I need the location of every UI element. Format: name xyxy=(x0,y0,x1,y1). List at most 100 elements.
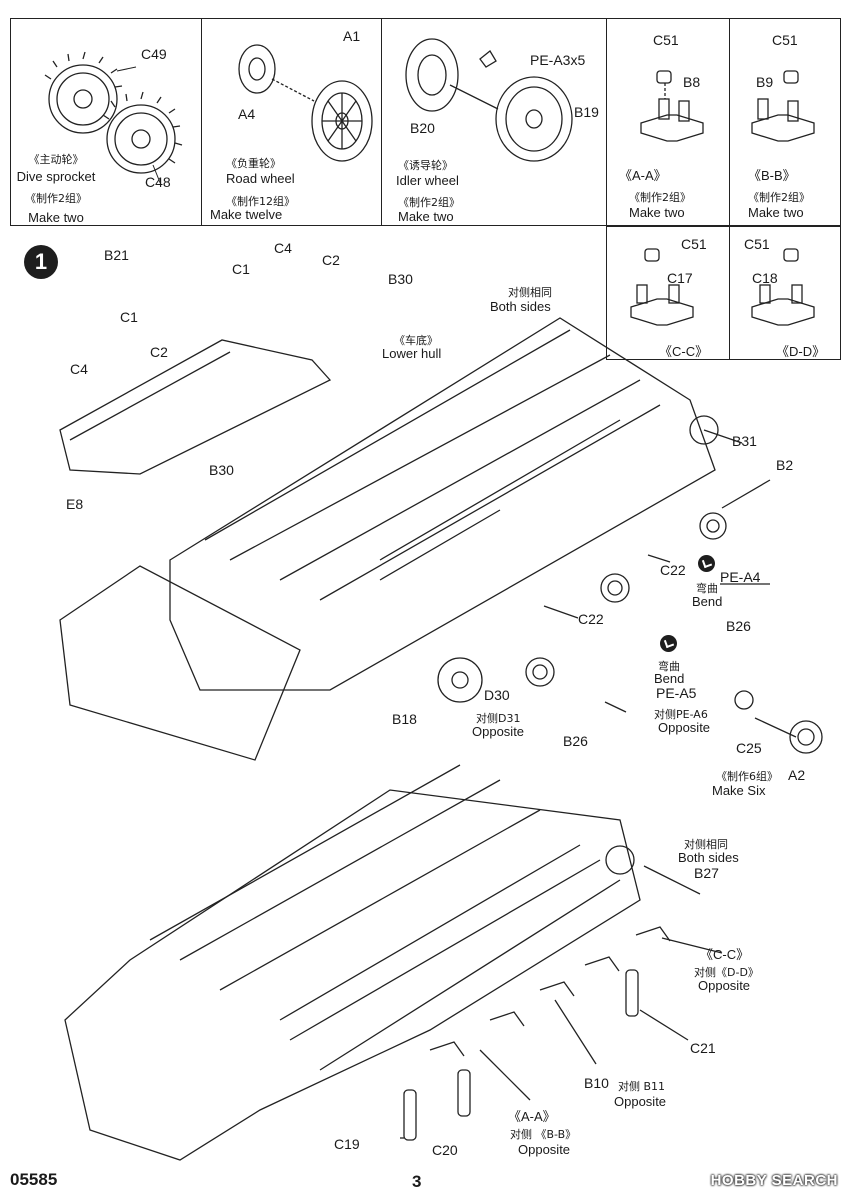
opposite-d31-en: Opposite xyxy=(472,724,525,739)
bb-make-cn: 《制作2组》 xyxy=(748,191,810,204)
aa-drawing xyxy=(640,70,704,142)
drive-sprocket-drawing xyxy=(44,51,183,186)
lower-hull-cn: 《车底》 xyxy=(394,334,438,347)
label-b26-upper: B26 xyxy=(726,618,751,634)
panel-section-cc: C51 C17 《C-C》 xyxy=(606,226,730,360)
dd-section: 《D-D》 xyxy=(776,344,826,359)
aa-section: 《A-A》 xyxy=(619,168,667,183)
panel-drive-sprocket: C49 C48 《主动轮》 Dive sprocket 《制作2组》 Make … xyxy=(10,18,202,226)
road-wheel-cn: 《负重轮》 xyxy=(226,157,281,170)
opp-b11: 对侧 B11 xyxy=(618,1080,666,1093)
bend-cn-upper: 弯曲 xyxy=(696,582,718,595)
lower-hull-en: Lower hull xyxy=(382,346,442,361)
sprocket-en: Dive sprocket xyxy=(16,169,96,184)
both-sides-en-2: Both sides xyxy=(678,850,739,865)
label-cc: 《C-C》 xyxy=(700,947,750,962)
opp-d31-cn: 对侧D31 xyxy=(476,712,521,725)
product-code: 05585 xyxy=(10,1170,58,1189)
label-b2: B2 xyxy=(776,457,794,473)
label-b31: B31 xyxy=(732,433,757,449)
idler-make-cn: 《制作2组》 xyxy=(398,196,460,209)
label-a1: A1 xyxy=(343,28,361,44)
cc-drawing xyxy=(630,248,694,326)
bb-section: 《B-B》 xyxy=(748,168,796,183)
label-c2-top: C2 xyxy=(322,252,340,268)
opposite-dd-en: Opposite xyxy=(698,978,751,993)
label-dd-c18: C18 xyxy=(752,270,778,286)
label-pe-a5: PE-A5 xyxy=(656,685,697,701)
cc-section: 《C-C》 xyxy=(659,344,709,359)
label-aa-c51: C51 xyxy=(653,32,679,48)
panel-section-aa: C51 B8 《A-A》 《制作2组》 Make two xyxy=(606,18,730,226)
opp-dd: 对侧《D-D》 xyxy=(694,966,759,979)
both-sides-en: Both sides xyxy=(490,299,551,314)
road-wheel-drawing xyxy=(238,44,373,162)
make-six-cn: 《制作6组》 xyxy=(716,770,778,783)
label-cc-c17: C17 xyxy=(667,270,693,286)
idler-wheel-drawing xyxy=(405,38,573,162)
step-number-badge: 1 xyxy=(24,245,58,279)
bend-cn-lower: 弯曲 xyxy=(658,660,680,673)
label-d30: D30 xyxy=(484,687,510,703)
label-c4-left: C4 xyxy=(70,361,88,377)
bb-drawing xyxy=(751,70,815,142)
both-sides-cn: 对侧相同 xyxy=(508,286,552,299)
opposite-pe-en: Opposite xyxy=(658,720,711,735)
label-c20: C20 xyxy=(432,1142,458,1158)
label-b19: B19 xyxy=(574,104,599,120)
watermark: HOBBY SEARCH xyxy=(710,1172,838,1189)
opposite-b11-en: Opposite xyxy=(614,1094,667,1109)
label-c2-left: C2 xyxy=(150,344,168,360)
aa-make-en: Make two xyxy=(629,205,685,220)
page-number: 3 xyxy=(412,1172,422,1191)
label-b30-left: B30 xyxy=(209,462,234,478)
dd-drawing xyxy=(751,248,815,326)
label-c25: C25 xyxy=(736,740,762,756)
label-c49: C49 xyxy=(141,46,167,62)
label-bb-c51: C51 xyxy=(772,32,798,48)
opp-pe-a6-cn: 对侧PE-A6 xyxy=(654,708,708,721)
opp-bb: 对侧 《B-B》 xyxy=(510,1128,577,1141)
sprocket-cn: 《主动轮》 xyxy=(28,153,84,166)
idler-en: Idler wheel xyxy=(396,173,459,188)
label-cc-c51: C51 xyxy=(681,236,707,252)
label-b20: B20 xyxy=(410,120,435,136)
road-wheel-en: Road wheel xyxy=(226,171,295,186)
label-bb-b9: B9 xyxy=(756,74,774,90)
idler-make-en: Make two xyxy=(398,209,454,224)
label-dd-c51: C51 xyxy=(744,236,770,252)
label-aa-b8: B8 xyxy=(683,74,701,90)
panel-road-wheel: A1 A4 《负重轮》 Road wheel 《制作12组》 Make twel… xyxy=(201,18,382,226)
label-b30-top: B30 xyxy=(388,271,413,287)
label-b26-lower: B26 xyxy=(563,733,588,749)
panel-section-dd: C51 C18 《D-D》 xyxy=(729,226,841,360)
label-b27: B27 xyxy=(694,865,719,881)
panel-idler-wheel: PE-A3x5 B19 B20 《诱导轮》 Idler wheel 《制作2组》… xyxy=(381,18,607,226)
bend-icon-lower xyxy=(660,635,677,652)
label-aa: 《A-A》 xyxy=(508,1109,556,1124)
label-c4-top: C4 xyxy=(274,240,292,256)
label-b21: B21 xyxy=(104,247,129,263)
label-c1-left: C1 xyxy=(120,309,138,325)
label-a4: A4 xyxy=(238,106,256,122)
bend-en-upper: Bend xyxy=(692,594,723,609)
label-b10: B10 xyxy=(584,1075,609,1091)
label-c21: C21 xyxy=(690,1040,716,1056)
bb-make-en: Make two xyxy=(748,205,804,220)
sprocket-caption: 《主动轮》 Dive sprocket 《制作2组》 Make two xyxy=(11,151,201,225)
road-wheel-make-en: Make twelve xyxy=(210,207,283,222)
label-pe-a4: PE-A4 xyxy=(720,569,761,585)
opposite-bb-en: Opposite xyxy=(518,1142,571,1157)
label-c19: C19 xyxy=(334,1136,360,1152)
label-b18: B18 xyxy=(392,711,417,727)
aa-make-cn: 《制作2组》 xyxy=(629,191,691,204)
bend-icon-upper xyxy=(698,555,715,572)
label-c22-upper: C22 xyxy=(660,562,686,578)
both-sides-cn-2: 对侧相同 xyxy=(684,838,728,851)
bend-en-lower: Bend xyxy=(654,671,685,686)
label-c22-lower: C22 xyxy=(578,611,604,627)
label-a2: A2 xyxy=(788,767,806,783)
sprocket-make-en: Make two xyxy=(28,210,84,225)
make-six-en: Make Six xyxy=(712,783,766,798)
